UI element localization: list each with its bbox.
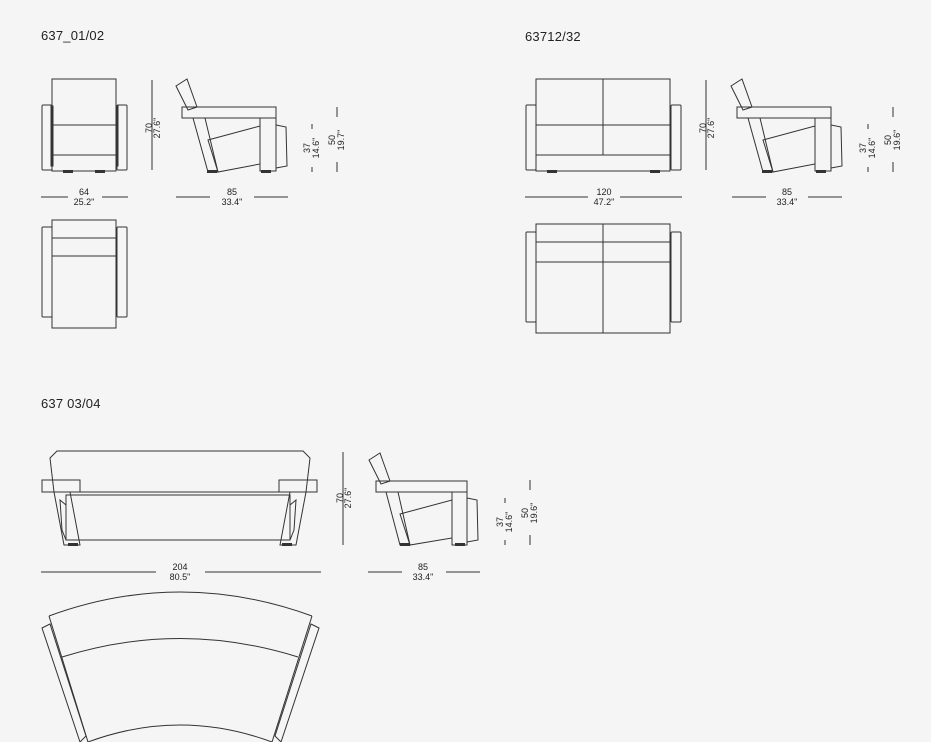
svg-text:85: 85 (227, 187, 237, 197)
svg-text:19.6": 19.6" (892, 130, 902, 151)
armchair-side-view (175, 78, 288, 173)
armchair-height-dim: 70 27.6" (144, 80, 162, 170)
svg-text:64: 64 (79, 187, 89, 197)
svg-text:37: 37 (302, 143, 312, 153)
armchair-seat-arm-dims: 37 14.6" 50 19.7" (302, 107, 346, 172)
svg-text:50: 50 (327, 135, 337, 145)
two-seater-height-dim: 70 27.6" (698, 80, 716, 170)
svg-text:33.4": 33.4" (413, 572, 434, 582)
two-seater-depth-dim: 85 33.4" (732, 187, 842, 207)
three-seater-height-dim: 70 27.6" (335, 452, 353, 545)
armchair-width-dim: 64 25.2" (41, 187, 128, 207)
three-seater-seat-arm-dims: 37 14.6" 50 19.6" (495, 480, 539, 545)
svg-text:14.6": 14.6" (504, 512, 514, 533)
svg-text:14.6": 14.6" (311, 138, 321, 159)
svg-text:70: 70 (144, 123, 154, 133)
svg-text:50: 50 (520, 508, 530, 518)
armchair-front-view (41, 78, 128, 173)
svg-text:25.2": 25.2" (74, 197, 95, 207)
svg-text:27.6": 27.6" (706, 118, 716, 139)
svg-text:19.6": 19.6" (529, 503, 539, 524)
svg-text:204: 204 (172, 562, 187, 572)
two-seater-front-view (525, 78, 682, 173)
three-seater-top-view (41, 591, 320, 742)
svg-text:50: 50 (883, 135, 893, 145)
armchair-top-view (41, 219, 128, 329)
svg-text:80.5": 80.5" (170, 572, 191, 582)
svg-text:120: 120 (596, 187, 611, 197)
svg-text:85: 85 (418, 562, 428, 572)
two-seater-top-view (525, 223, 682, 334)
two-seater-side-view (730, 78, 843, 173)
svg-text:70: 70 (335, 493, 345, 503)
three-seater-side-view (368, 452, 479, 546)
svg-text:70: 70 (698, 123, 708, 133)
svg-text:14.6": 14.6" (867, 138, 877, 159)
two-seater-width-dim: 120 47.2" (525, 187, 682, 207)
svg-text:33.4": 33.4" (777, 197, 798, 207)
three-seater-depth-dim: 85 33.4" (368, 562, 480, 582)
svg-text:37: 37 (495, 517, 505, 527)
section-title-two-seater: 63712/32 (525, 29, 581, 44)
three-seater-width-dim: 204 80.5" (41, 562, 321, 582)
svg-text:19.7": 19.7" (336, 130, 346, 151)
svg-text:37: 37 (858, 143, 868, 153)
three-seater-front-view (41, 450, 318, 546)
two-seater-seat-arm-dims: 37 14.6" 50 19.6" (858, 107, 902, 172)
svg-text:47.2": 47.2" (594, 197, 615, 207)
svg-text:27.6": 27.6" (152, 118, 162, 139)
svg-text:85: 85 (782, 187, 792, 197)
armchair-depth-dim: 85 33.4" (176, 187, 288, 207)
section-title-three-seater: 637 03/04 (41, 396, 101, 411)
svg-text:27.6": 27.6" (343, 488, 353, 509)
section-title-armchair: 637_01/02 (41, 28, 105, 43)
svg-text:33.4": 33.4" (222, 197, 243, 207)
